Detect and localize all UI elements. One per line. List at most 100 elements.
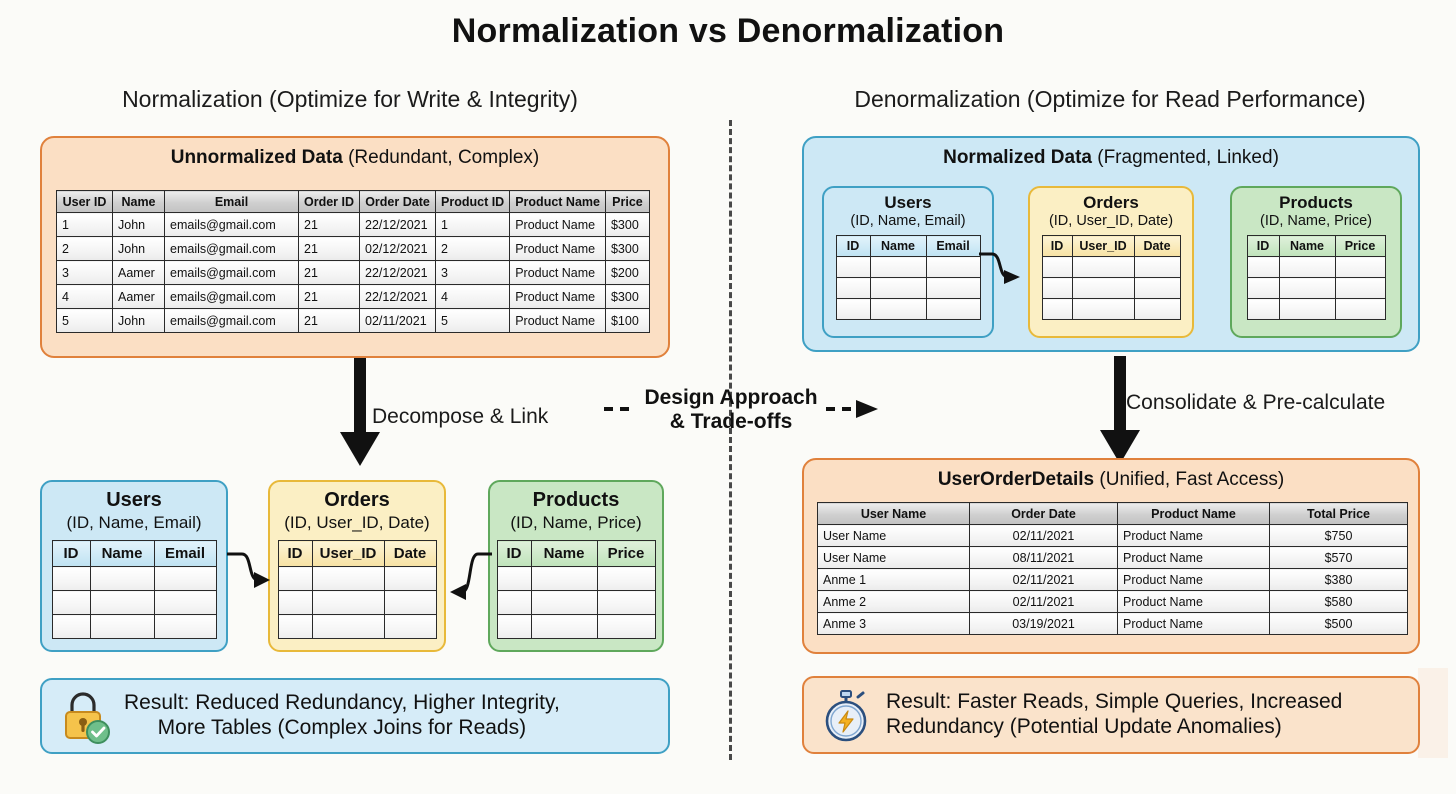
entity-empty-cell [530, 614, 598, 639]
entity-empty-cell [869, 298, 927, 320]
entity-empty-cell [496, 614, 532, 639]
table-cell: Anme 3 [817, 612, 970, 635]
table-cell: 02/11/2021 [969, 568, 1118, 591]
column-header: Order Date [359, 190, 437, 213]
table-cell: John [112, 236, 165, 261]
table-cell: 02/12/2021 [359, 236, 437, 261]
table-cell: 2 [435, 236, 511, 261]
column-header: Order ID [297, 190, 361, 213]
table-cell: 02/11/2021 [969, 590, 1118, 613]
entity-empty-cell [153, 566, 217, 591]
entity-empty-cell [51, 590, 91, 615]
entity-empty-cell [1246, 256, 1280, 278]
table-cell: 3 [435, 260, 511, 285]
userorderdetails-title-bold: UserOrderDetails [937, 469, 1095, 490]
entity-empty-cell [496, 566, 532, 591]
table-cell: 22/12/2021 [359, 260, 437, 285]
right-result-line1: Result: Faster Reads, Simple Queries, In… [886, 690, 1343, 714]
entity-empty-cell [835, 277, 871, 299]
entity-empty-cell [51, 566, 91, 591]
normalized-title-rest: (Fragmented, Linked) [1097, 147, 1279, 168]
entity-empty-cell [925, 298, 981, 320]
entity-empty-cell [1133, 256, 1181, 278]
entity-empty-cell [1246, 298, 1280, 320]
center-dash-left [604, 407, 634, 411]
left-result-line1: Result: Reduced Redundancy, Higher Integ… [124, 691, 560, 715]
entity-empty-row [496, 614, 656, 639]
table-cell: Product Name [1117, 612, 1270, 635]
table-cell: $300 [604, 284, 650, 309]
panel-edge-artifact [1418, 668, 1448, 758]
column-header: Name [112, 190, 165, 213]
table-cell: Product Name [1117, 568, 1270, 591]
entity-users-right-attrs: (ID, Name, Email) [850, 213, 966, 229]
center-divider [729, 120, 732, 760]
consolidate-label: Consolidate & Pre-calculate [1126, 391, 1386, 414]
left-result-text: Result: Reduced Redundancy, Higher Integ… [124, 691, 560, 741]
entity-products-right-name: Products [1279, 193, 1353, 212]
table-cell: $100 [604, 308, 650, 333]
table-cell: Product Name [509, 260, 606, 285]
entity-empty-cell [869, 256, 927, 278]
entity-empty-cell [383, 566, 437, 591]
unnormalized-title-bold: Unnormalized Data [170, 147, 343, 168]
entity-empty-cell [153, 590, 217, 615]
entity-empty-cell [277, 614, 313, 639]
entity-empty-row [277, 614, 437, 639]
column-header: Email [164, 190, 299, 213]
left-column-title: Normalization (Optimize for Write & Inte… [122, 86, 578, 112]
table-cell: emails@gmail.com [164, 308, 299, 333]
entity-column-header: ID [51, 540, 91, 567]
table-cell: 21 [297, 236, 361, 261]
consolidate-arrow [1100, 356, 1140, 464]
entity-column-header: Name [530, 540, 598, 567]
column-header: User Name [817, 502, 970, 525]
entity-empty-row [1246, 277, 1386, 299]
entity-empty-cell [311, 590, 385, 615]
entity-empty-row [277, 590, 437, 615]
entity-empty-row [1041, 256, 1181, 278]
entity-products-right-attrs: (ID, Name, Price) [1260, 213, 1372, 229]
entity-empty-cell [89, 566, 155, 591]
entity-column-header: ID [1041, 235, 1073, 257]
entity-column-header: Name [869, 235, 927, 257]
entity-empty-cell [1278, 277, 1336, 299]
center-dashed-right-arrow-icon [826, 400, 878, 418]
table-cell: Anme 2 [817, 590, 970, 613]
table-cell: $300 [604, 236, 650, 261]
center-flow-line2: & Trade-offs [669, 409, 793, 433]
entity-empty-cell [1041, 277, 1073, 299]
table-cell: 2 [56, 236, 113, 261]
entity-empty-cell [835, 256, 871, 278]
table-cell: User Name [817, 524, 970, 547]
entity-column-header: Name [1278, 235, 1336, 257]
entity-users-right-name: Users [884, 193, 932, 212]
entity-products-left-name: Products [532, 489, 620, 511]
table-cell: 03/19/2021 [969, 612, 1118, 635]
table-cell: 21 [297, 212, 361, 237]
table-cell: Product Name [509, 212, 606, 237]
right-result-text: Result: Faster Reads, Simple Queries, In… [886, 690, 1342, 740]
entity-empty-row [51, 566, 217, 591]
table-cell: $380 [1269, 568, 1408, 591]
entity-users-left-attrs: (ID, Name, Email) [66, 513, 202, 532]
entity-column-header: Price [1334, 235, 1386, 257]
lock-check-icon [65, 692, 110, 744]
entity-empty-cell [925, 256, 981, 278]
entity-empty-cell [1133, 277, 1181, 299]
table-cell: 02/11/2021 [969, 524, 1118, 547]
table-cell: 22/12/2021 [359, 284, 437, 309]
